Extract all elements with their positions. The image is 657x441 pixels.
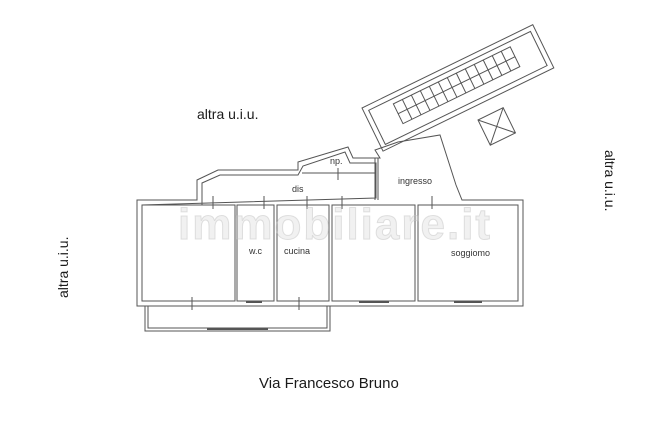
stairwell [361,24,555,152]
elevator-shaft [477,107,517,146]
right-neighbor-label: altra u.i.u. [602,150,618,212]
watermark: immobiliare.it [177,200,493,250]
top-neighbor-label: altra u.i.u. [197,106,259,122]
balcony [144,306,331,332]
room-label-cucina: cucina [284,246,311,256]
room-label-wc: w.c [249,246,263,256]
outer-wall [136,134,524,307]
inner-wall [141,151,377,206]
room-left [141,204,236,302]
left-neighbor-label: altra u.i.u. [55,236,71,298]
room-label-soggiorno: soggiomo [451,248,491,258]
room-label-dis: dis [292,184,304,194]
room-cucina [276,204,330,302]
room-label-np: np. [330,156,343,166]
room-label-ingresso: ingresso [398,176,433,186]
street-label: Via Francesco Bruno [259,375,399,392]
